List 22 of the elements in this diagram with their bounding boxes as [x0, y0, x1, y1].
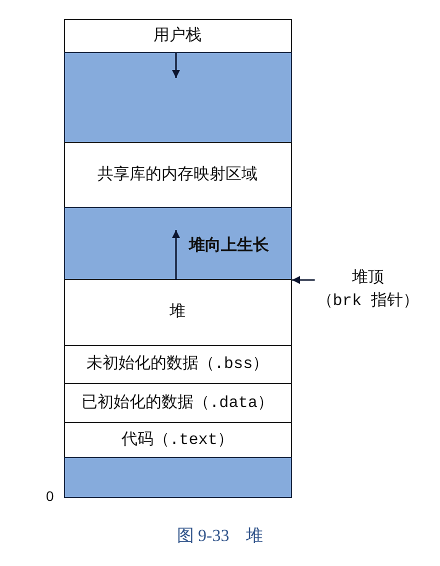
segment-label: 已初始化的数据（.data）: [82, 392, 274, 412]
memory-segment: [64, 345, 292, 384]
shaded-band: [64, 52, 292, 143]
segment-label: 用户栈: [154, 26, 202, 46]
memory-segment: [64, 422, 292, 458]
memory-segment: [64, 383, 292, 423]
memory-segment: [64, 19, 292, 53]
arrow: [172, 230, 180, 280]
figure-caption: 图 9-33 堆: [176, 526, 264, 546]
segment-label: 堆: [170, 302, 186, 322]
shaded-band: [64, 207, 292, 280]
segment-label: 堆向上生长: [189, 236, 269, 256]
segment-label: 未初始化的数据（.bss）: [86, 354, 269, 374]
pointer-label: 堆顶（brk 指针）: [316, 267, 420, 313]
segment-label: 共享库的内存映射区域: [98, 164, 258, 184]
arrow: [172, 53, 180, 78]
address-label: 0: [46, 487, 54, 506]
memory-segment: [64, 142, 292, 208]
memory-segment: [64, 279, 292, 346]
segment-label: 代码（.text）: [122, 430, 234, 450]
arrow: [292, 276, 315, 284]
shaded-band: [64, 457, 292, 498]
